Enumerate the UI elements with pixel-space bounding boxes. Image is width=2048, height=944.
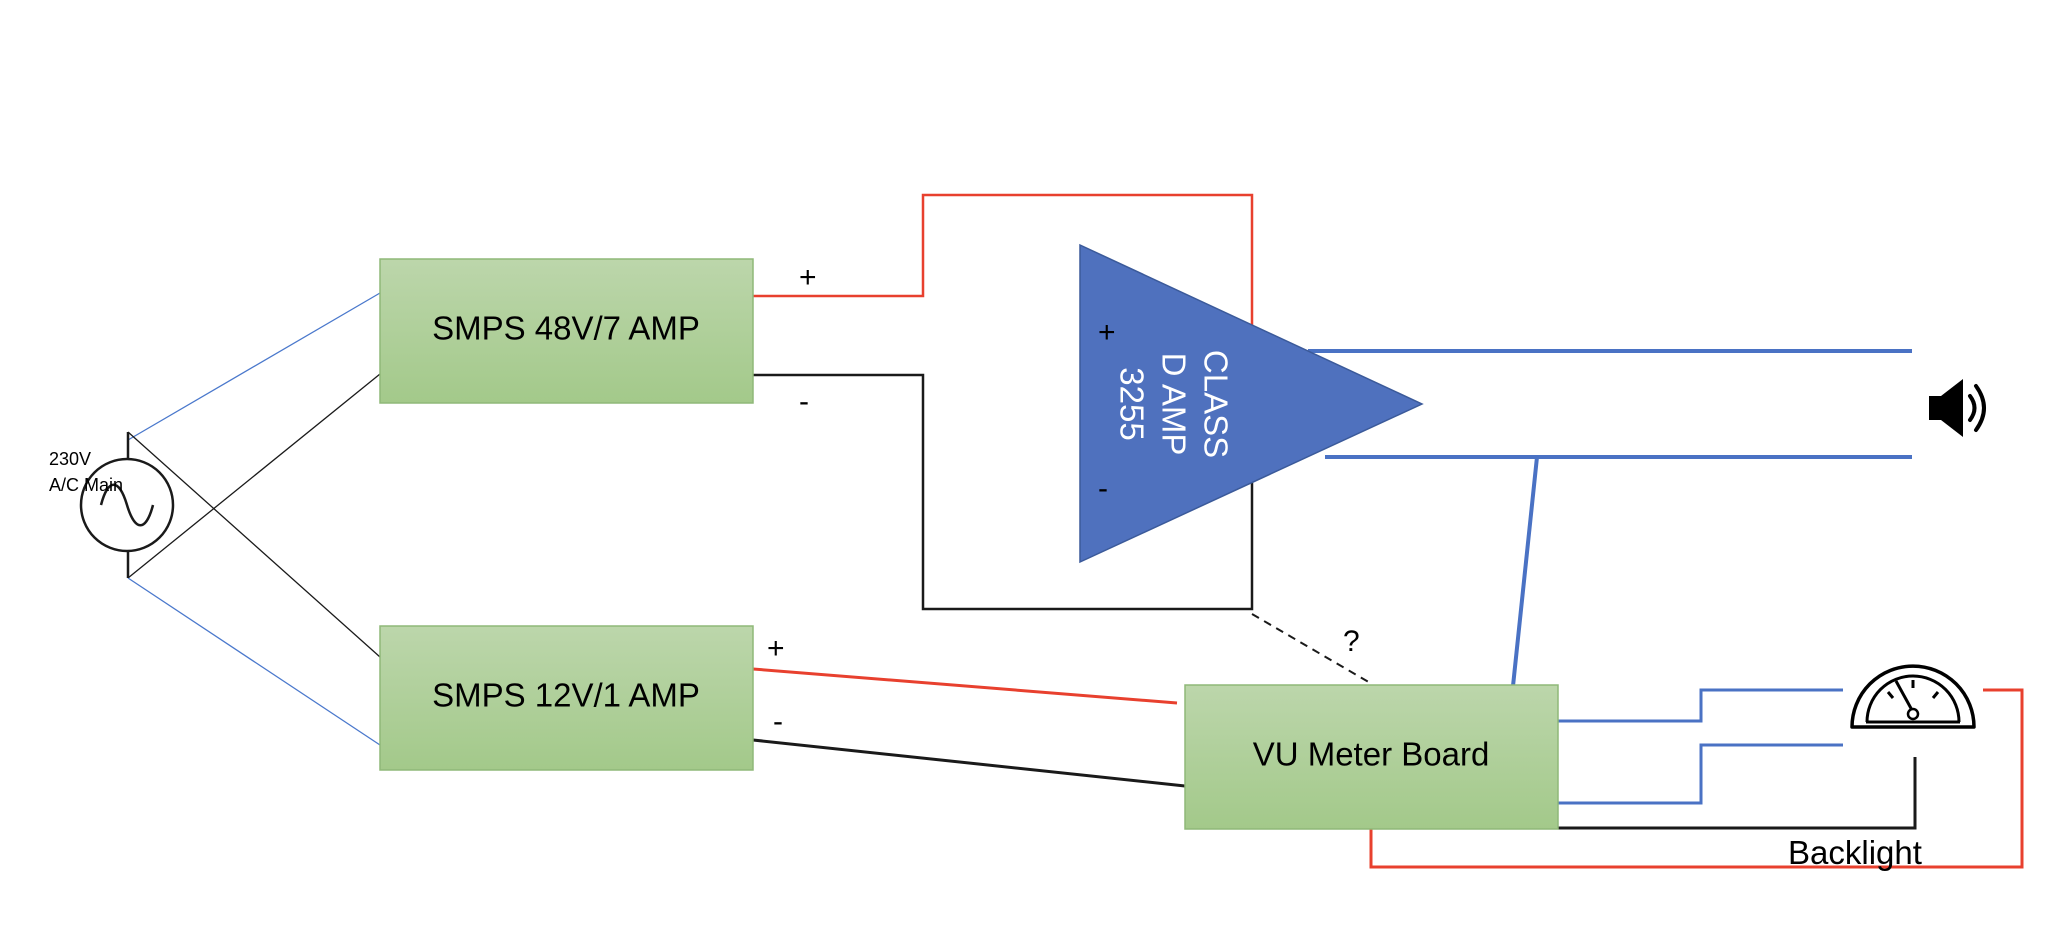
vu-signal-tap-wire <box>1511 456 1539 687</box>
backlight-power-wire <box>1369 688 2024 869</box>
amp-minus-terminal-label: - <box>1098 472 1108 505</box>
wire-12v-minus <box>752 738 1186 788</box>
smps-12v-label: SMPS 12V/1 AMP <box>432 677 700 714</box>
ac-wire-black-to-smps12 <box>127 431 381 658</box>
wire-48v-minus <box>753 373 1254 611</box>
amp-label-line2: D AMP <box>1155 353 1192 456</box>
unknown-link-dashed <box>1251 613 1373 685</box>
smps-12v-minus-label: - <box>773 705 783 738</box>
speaker-icon <box>1929 379 1986 437</box>
amp-label-line1: CLASS <box>1197 350 1234 458</box>
ac-source-label-line1: 230V <box>49 449 91 469</box>
amp-plus-terminal-label: + <box>1098 316 1116 349</box>
wire-48v-plus <box>753 193 1254 325</box>
smps-12v-plus-label: + <box>767 632 785 665</box>
smps-48v-box: SMPS 48V/7 AMP <box>379 258 754 404</box>
ac-wire-blue-to-smps12 <box>127 577 381 746</box>
amp-label: CLASS D AMP 3255 <box>1113 350 1234 458</box>
ac-source-label-line2: A/C Main <box>49 475 123 495</box>
wire-12v-plus <box>752 667 1178 705</box>
meter-signal-wire-upper <box>1558 688 1843 723</box>
meter-signal-wire-lower <box>1558 743 1843 805</box>
ac-source-icon <box>79 432 175 578</box>
amp-label-line3: 3255 <box>1113 367 1150 440</box>
meter-gauge-icon <box>1850 664 1976 729</box>
backlight-label: Backlight <box>1788 834 1922 871</box>
class-d-amp <box>1079 243 1424 564</box>
unknown-link-label: ? <box>1343 625 1360 658</box>
smps-48v-plus-label: + <box>799 261 817 294</box>
ac-wire-blue-to-smps48 <box>127 292 381 441</box>
ac-wire-black-to-smps48 <box>127 373 381 579</box>
ac-wires <box>127 292 381 746</box>
vu-meter-board-label: VU Meter Board <box>1253 736 1490 773</box>
smps-48v-minus-label: - <box>799 385 809 418</box>
backlight-ground-wire <box>1457 757 1917 830</box>
smps-48v-label: SMPS 48V/7 AMP <box>432 310 700 347</box>
vu-meter-board-box: VU Meter Board <box>1184 684 1559 830</box>
smps-12v-box: SMPS 12V/1 AMP <box>379 625 754 771</box>
